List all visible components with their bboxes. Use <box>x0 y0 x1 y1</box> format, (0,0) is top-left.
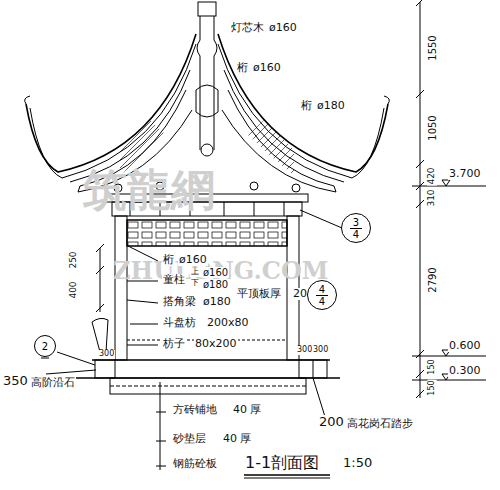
section-callout: 2 <box>34 335 56 357</box>
annotation-label: 斗盘枋 <box>162 317 197 329</box>
annotation-label: 搭角梁 <box>162 296 197 308</box>
annotation-label: 200 <box>318 415 345 429</box>
annotation-label: 钢筋砼板 <box>172 458 218 470</box>
callout-number: 2 <box>42 341 48 352</box>
annotation-label: ø160 <box>268 22 298 34</box>
annotation-label: 40 厚 <box>232 404 263 416</box>
dimension-text: 310 <box>427 188 437 207</box>
annotation-label: 300 <box>312 346 329 355</box>
annotation-label: 枋子 <box>162 338 186 350</box>
annotation-label: 高花岗石踏步 <box>346 418 414 430</box>
dimension-text: 1050 <box>427 114 438 141</box>
annotation-label: 350 <box>2 374 29 388</box>
watermark: 筑龍網 <box>82 166 216 214</box>
dimension-text: 150 <box>428 358 437 375</box>
annotation-label: 桁 <box>162 254 175 266</box>
annotation-label: 砂垫层 <box>172 433 207 445</box>
dimension-text: 150 <box>428 379 437 396</box>
annotation-label: 桁 <box>300 100 313 112</box>
annotation-label: 300 <box>98 350 115 359</box>
dimension-text: 420 <box>427 166 437 185</box>
annotation-label: 200x80 <box>206 317 250 329</box>
annotation-label: ø180 <box>316 100 346 112</box>
annotation-label: ø180 <box>202 279 229 290</box>
annotation-label: 下 <box>190 279 200 288</box>
annotation-label: 灯芯木 <box>230 22 265 34</box>
callout-number: 4 <box>353 229 359 240</box>
dimension-text: 1550 <box>427 34 438 61</box>
annotation-label: 80x200 <box>194 338 238 350</box>
dimension-text: 400 <box>69 280 79 299</box>
annotation-label: ø180 <box>202 296 232 308</box>
annotation-label: 桁 <box>236 62 249 74</box>
annotation-label: 3.700 <box>448 168 482 180</box>
annotation-label: 1-1剖面图 <box>244 454 320 472</box>
dimension-text: 250 <box>69 250 79 269</box>
annotation-label: 0.600 <box>448 340 482 352</box>
dimension-text: 2790 <box>427 266 438 293</box>
callout-number: 3 <box>350 217 362 229</box>
annotation-label: 1:50 <box>342 456 373 470</box>
section-callout: 34 <box>341 213 371 243</box>
annotation-label: 方砖铺地 <box>172 404 218 416</box>
annotation-label: ø160 <box>252 62 282 74</box>
annotation-label: 0.300 <box>448 365 482 377</box>
annotation-label: 40 厚 <box>222 433 253 445</box>
annotation-label: 平顶板厚 <box>236 288 282 300</box>
annotation-label: 上 <box>190 268 200 277</box>
annotation-label: 300 <box>296 346 313 355</box>
callout-number: 4 <box>319 296 325 307</box>
annotation-label: ø160 <box>202 267 229 278</box>
annotation-label: 高阶沿石 <box>30 377 76 389</box>
section-callout: 44 <box>307 280 337 310</box>
annotation-label: ø160 <box>178 254 208 266</box>
annotation-label: 童柱 <box>162 274 186 286</box>
annotation-label: 20 <box>292 288 308 300</box>
callout-number: 4 <box>316 284 328 296</box>
